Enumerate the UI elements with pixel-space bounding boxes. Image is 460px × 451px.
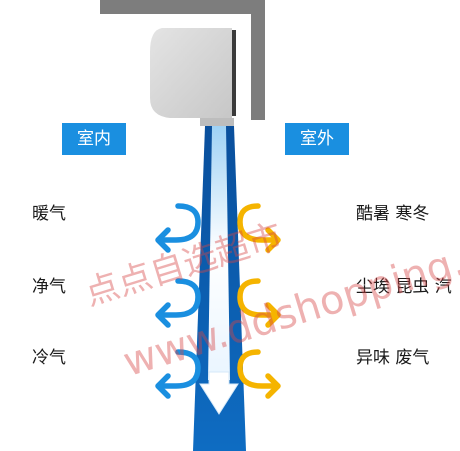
outdoor-arrow-3 — [237, 349, 333, 399]
indoor-item-heating: 暖气 — [32, 204, 66, 224]
outdoor-label: 室外 — [285, 123, 349, 155]
indoor-arrow-3 — [107, 349, 201, 399]
wall-bracket — [100, 0, 265, 120]
outdoor-item-dust-insects: 尘埃 昆虫 汽 — [356, 277, 452, 297]
air-duct — [193, 126, 246, 451]
indoor-item-clean-air: 净气 — [32, 277, 66, 297]
indoor-arrow-1 — [107, 203, 201, 253]
outdoor-arrow-1 — [237, 203, 333, 253]
outdoor-arrow-2 — [237, 278, 333, 328]
indoor-airflow-arrows — [107, 203, 201, 399]
outdoor-item-odor-exhaust: 异味 废气 — [356, 348, 430, 368]
indoor-arrow-2 — [107, 278, 201, 328]
air-unit — [150, 28, 236, 126]
outdoor-airflow-arrows — [237, 203, 333, 399]
indoor-item-cooling: 冷气 — [32, 348, 66, 368]
down-arrow — [199, 371, 239, 415]
indoor-label: 室内 — [62, 123, 126, 155]
outdoor-item-weather: 酷暑 寒冬 — [356, 204, 430, 224]
